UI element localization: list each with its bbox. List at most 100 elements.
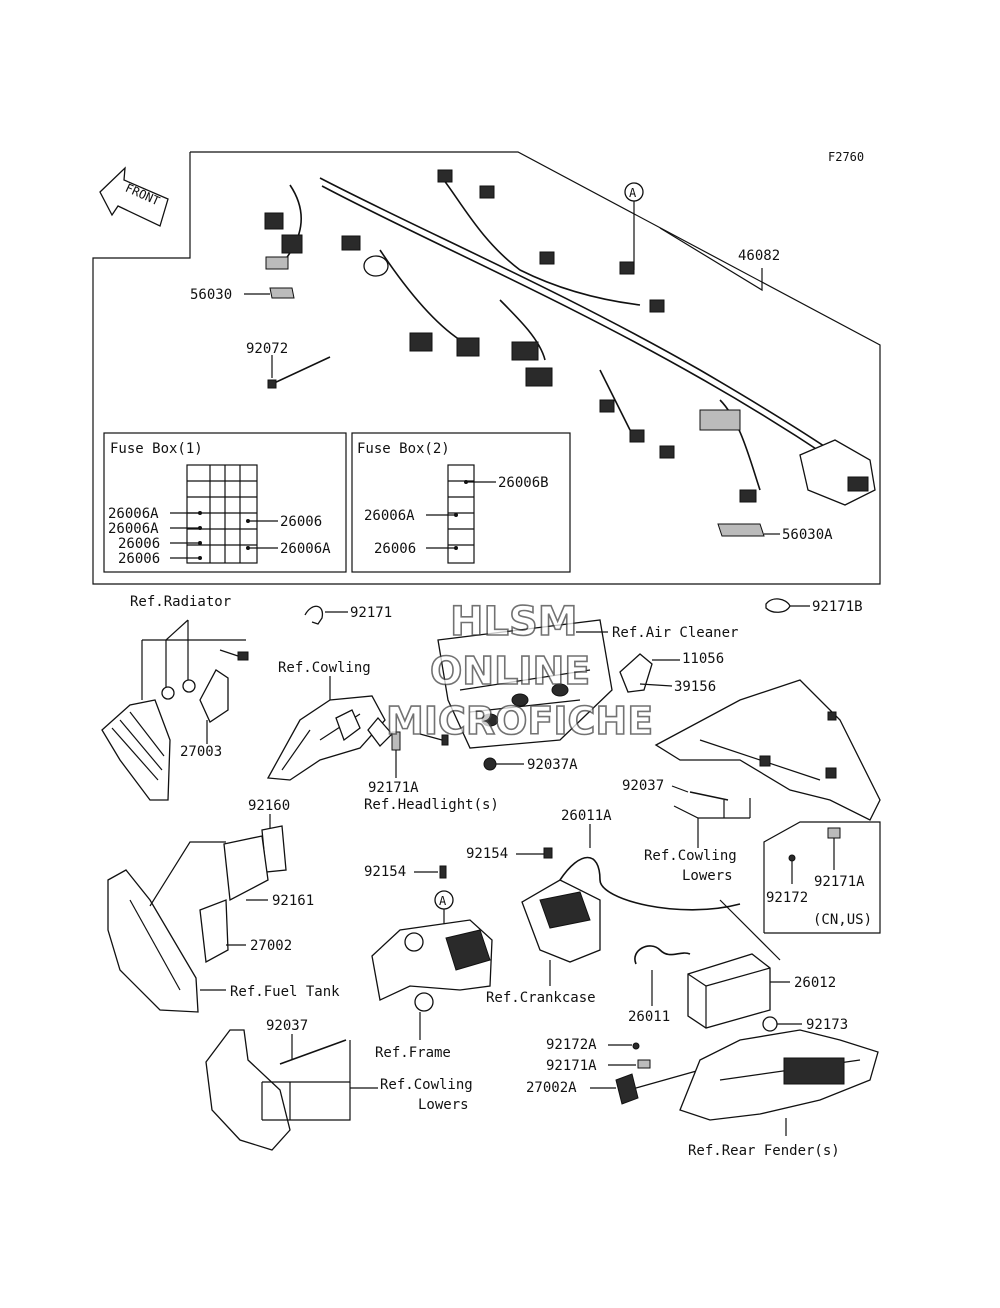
ref-cowling-lowers-right-2: Lowers [682, 868, 733, 884]
ecu-bracket [223, 835, 269, 902]
battery [687, 953, 771, 1029]
bolt [237, 651, 249, 661]
band-lock [267, 379, 277, 389]
front-arrow-icon: FRONT [99, 166, 169, 227]
connector-plug [619, 261, 635, 275]
part-92171A-top: 92171A [368, 780, 419, 796]
watermark-line-3: MICROFICHE [386, 699, 653, 743]
fan-switch [199, 669, 229, 723]
screw [632, 1042, 640, 1050]
part-92171B: 92171B [812, 599, 863, 615]
figure-code: F2760 [828, 150, 864, 164]
connector-plug [341, 235, 361, 251]
fuse-box-2: Fuse Box(2) 26006B 26006A 26006 [351, 432, 571, 573]
main-connector-housing [799, 439, 876, 506]
ref-fuel-tank: Ref.Fuel Tank [230, 984, 340, 1000]
ref-cowling: Ref.Cowling [278, 660, 371, 676]
ecu-unit [199, 899, 229, 964]
ref-cowling-lowers-bottom-2: Lowers [418, 1097, 469, 1113]
clamp [637, 1059, 651, 1069]
part-27002A: 27002A [526, 1080, 577, 1096]
fuse-box-1: Fuse Box(1) 26006A 26006A 26006 26006 26… [103, 432, 347, 573]
frame-hole [414, 992, 434, 1012]
cn-us-inset [763, 821, 881, 934]
grommet [161, 686, 175, 700]
part-92154-a: 92154 [364, 864, 406, 880]
fuse-box-1-title: Fuse Box(1) [110, 441, 203, 457]
connector-plug [409, 332, 433, 352]
connector-plug [479, 185, 495, 199]
connector-plug [599, 399, 615, 413]
clip-icon [304, 605, 324, 625]
fastener [759, 755, 771, 767]
clamp [827, 827, 841, 839]
part-92037-right: 92037 [622, 778, 664, 794]
connector-plug [437, 169, 453, 183]
ref-radiator: Ref.Radiator [130, 594, 231, 610]
grommet [182, 679, 196, 693]
starter-relay [445, 929, 491, 971]
rear-fender [679, 1029, 879, 1121]
main-connector-plug [847, 476, 869, 492]
connector-plug [649, 299, 665, 313]
connector-plug [456, 337, 480, 357]
part-56030: 56030 [190, 287, 232, 303]
part-26012: 26012 [794, 975, 836, 991]
sensor-bracket [619, 653, 653, 693]
harness-tag [269, 287, 295, 299]
connector-plug [511, 341, 539, 361]
watermark-line-1: HLSM [450, 599, 578, 645]
lower-cowling-left [205, 1029, 291, 1151]
fuse-relay-block [783, 1057, 845, 1085]
part-92072: 92072 [246, 341, 288, 357]
regulator [539, 891, 591, 929]
part-92154-b: 92154 [466, 846, 508, 862]
bolt [543, 847, 553, 859]
ref-marker-a2-label: A [439, 894, 447, 908]
part-27002: 27002 [250, 938, 292, 954]
battery-lead [634, 945, 691, 965]
bracket-hole [335, 709, 361, 742]
connector-plug [629, 429, 645, 443]
ref-crankcase: Ref.Crankcase [486, 990, 596, 1006]
part-11056: 11056 [682, 651, 724, 667]
round-connector [363, 255, 389, 277]
part-46082: 46082 [738, 248, 780, 264]
part-56030A: 56030A [782, 527, 833, 543]
fuse-box-2-title: Fuse Box(2) [357, 441, 450, 457]
part-26011: 26011 [628, 1009, 670, 1025]
harness-frame [92, 151, 881, 585]
fastener [825, 767, 837, 779]
ground-lead [559, 856, 741, 911]
fuse-box-2-left-1: 26006 [374, 541, 416, 557]
clip-icon-b [765, 598, 791, 613]
connector-plug [659, 445, 675, 459]
clamp-rod [279, 1039, 347, 1065]
part-92171A-bottom: 92171A [546, 1058, 597, 1074]
ref-marker-a-label: A [629, 186, 637, 200]
air-cleaner-housing [437, 619, 613, 749]
fastener [511, 693, 529, 707]
fastener [827, 711, 837, 721]
part-92172A: 92172A [546, 1037, 597, 1053]
main-wire-harness [264, 169, 876, 506]
ref-cowling-lowers-right-1: Ref.Cowling [644, 848, 737, 864]
clip-92173 [762, 1016, 778, 1032]
fuse-box-1-right-0: 26006 [280, 514, 322, 530]
ref-rear-fender: Ref.Rear Fender(s) [688, 1143, 840, 1159]
fuse-box-1-right-1: 26006A [280, 541, 331, 557]
part-92171A-cn: 92171A [814, 874, 865, 890]
part-92037A: 92037A [527, 757, 578, 773]
fuse-box-1-left-2: 26006 [118, 536, 160, 552]
part-27003: 27003 [180, 744, 222, 760]
part-92161: 92161 [272, 893, 314, 909]
ref-cowling-lowers-bottom-1: Ref.Cowling [380, 1077, 473, 1093]
screw [788, 854, 796, 862]
cable-band [271, 356, 331, 385]
connector-plug [264, 212, 284, 230]
relay-block [699, 409, 741, 431]
upper-cowling-right [654, 679, 881, 821]
ref-air-cleaner: Ref.Air Cleaner [612, 625, 738, 641]
